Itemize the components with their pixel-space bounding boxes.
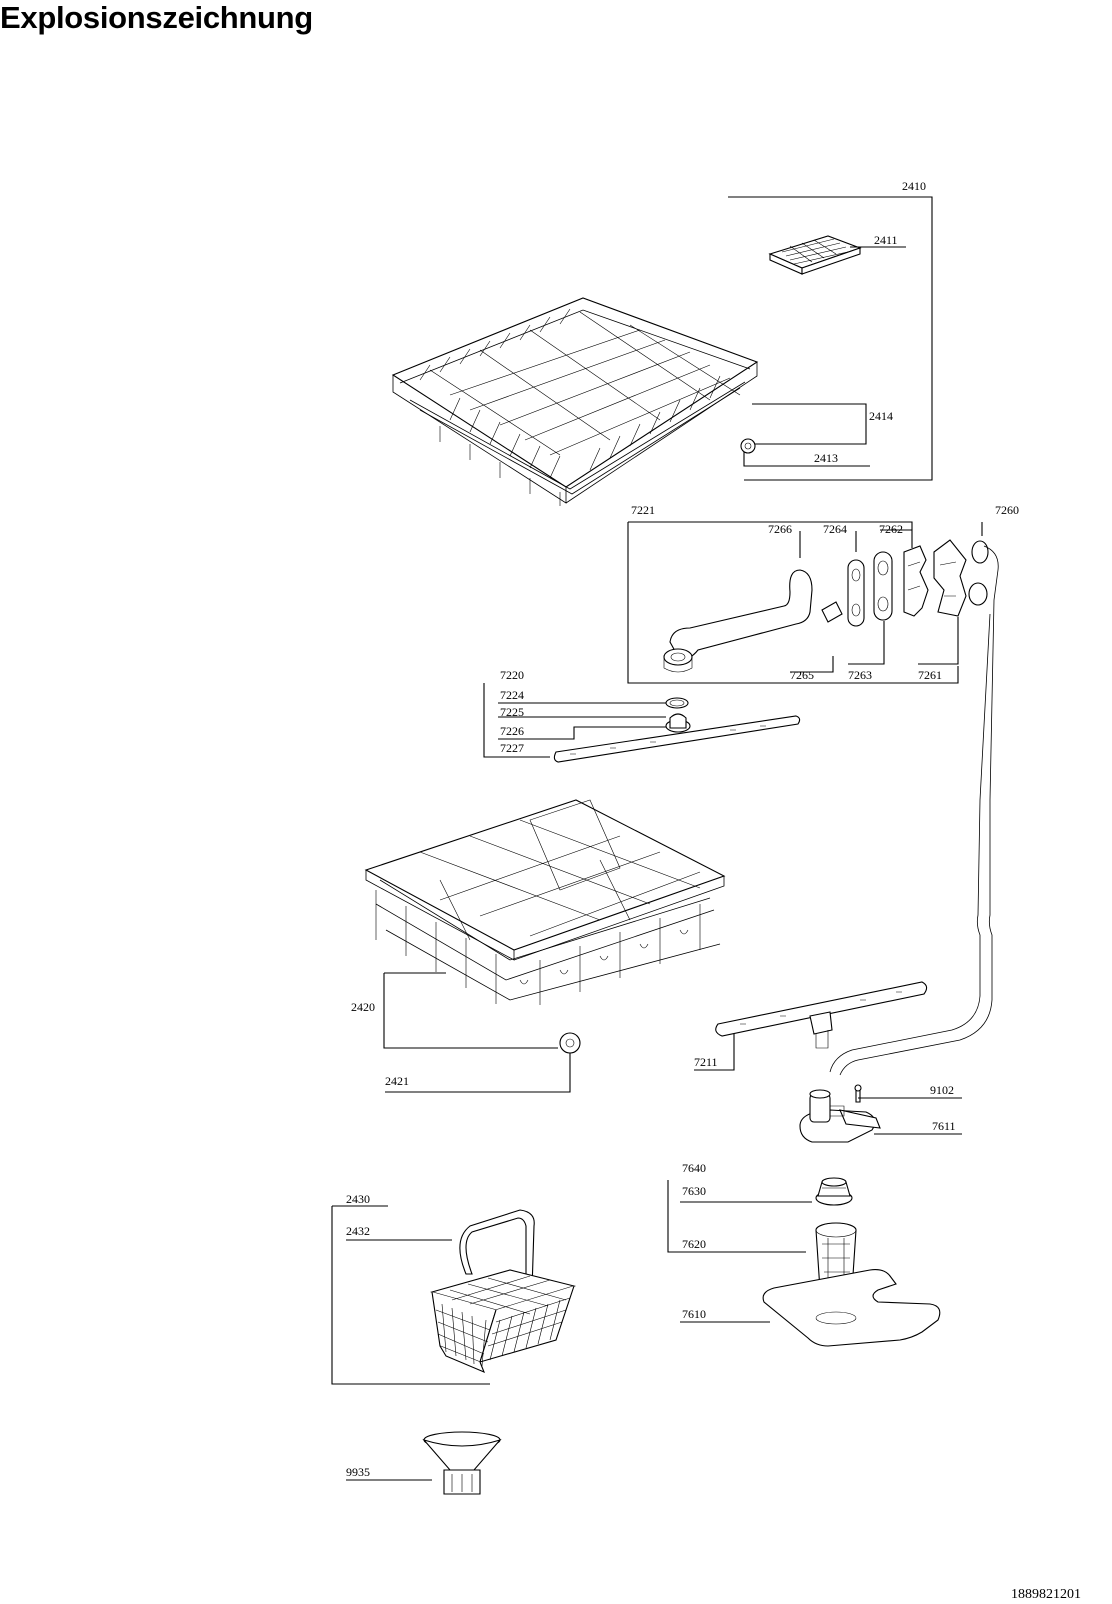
part-label-7261: 7261	[918, 668, 942, 682]
part-label-7610: 7610	[682, 1307, 706, 1321]
part-label-7262: 7262	[879, 522, 903, 536]
part-7260-riser-pipe	[829, 540, 999, 1076]
part-label-7225: 7225	[500, 705, 524, 719]
part-7227-upper-spray-arm	[553, 713, 801, 763]
part-label-7630: 7630	[682, 1184, 706, 1198]
part-label-7266: 7266	[768, 522, 792, 536]
page-title: Explosionszeichnung	[0, 0, 313, 35]
leader-7263	[848, 621, 885, 665]
part-2432-cutlery-basket	[429, 1209, 577, 1374]
part-label-9102: 9102	[930, 1083, 954, 1097]
leader-2410	[728, 196, 933, 481]
part-label-7224: 7224	[500, 688, 524, 702]
upper-basket	[391, 297, 759, 506]
part-7224-ring	[665, 697, 689, 709]
leader-7262	[880, 529, 913, 548]
leader-2430	[331, 1206, 490, 1385]
part-7266-conduit	[663, 569, 813, 673]
part-label-7640: 7640	[682, 1161, 706, 1175]
leader-7265	[790, 656, 834, 673]
part-7264-seal	[847, 559, 865, 627]
part-7265-clip	[821, 601, 843, 623]
leader-2413	[743, 452, 870, 467]
part-7262-holder	[903, 545, 929, 617]
leader-2421	[385, 1053, 571, 1093]
document-number: 1889821201	[1011, 1587, 1081, 1602]
part-label-7221: 7221	[631, 503, 655, 517]
part-label-7263: 7263	[848, 668, 872, 682]
part-label-7620: 7620	[682, 1237, 706, 1251]
part-7263-seal	[873, 551, 893, 621]
part-9102-screw	[854, 1084, 862, 1103]
leader-7226	[498, 726, 666, 740]
part-label-2413: 2413	[814, 451, 838, 465]
leader-7220-bracket	[483, 683, 498, 758]
part-label-2430: 2430	[346, 1192, 370, 1206]
part-2413-wheel	[740, 438, 756, 454]
part-2411-clip	[768, 235, 862, 275]
part-label-7227: 7227	[500, 741, 524, 755]
lower-basket	[364, 799, 726, 1005]
part-label-7220: 7220	[500, 668, 524, 682]
part-7611-sump	[799, 1089, 881, 1143]
part-label-2420: 2420	[351, 1000, 375, 1014]
part-label-7260: 7260	[995, 503, 1019, 517]
leader-2414	[744, 403, 867, 445]
part-label-7611: 7611	[932, 1119, 956, 1133]
part-9935-funnel	[422, 1431, 502, 1495]
part-label-9935: 9935	[346, 1465, 370, 1479]
part-label-2414: 2414	[869, 409, 893, 423]
part-7630-micro-filter	[815, 1177, 853, 1206]
part-label-7211: 7211	[694, 1055, 718, 1069]
part-2421-wheel	[559, 1032, 581, 1054]
part-label-2410: 2410	[902, 179, 926, 193]
part-7261-bracket	[933, 539, 967, 617]
part-label-7265: 7265	[790, 668, 814, 682]
frame-7221-bottom	[627, 522, 959, 684]
part-label-7226: 7226	[500, 724, 524, 738]
part-label-2411: 2411	[874, 233, 898, 247]
leader-7640-bracket	[667, 1180, 680, 1253]
part-7610-coarse-filter-plate	[762, 1269, 941, 1347]
part-7211-lower-spray-arm	[715, 981, 928, 1049]
frame-7221-top	[628, 521, 913, 530]
part-label-7264: 7264	[823, 522, 847, 536]
part-label-2421: 2421	[385, 1074, 409, 1088]
leader-7211	[694, 1034, 735, 1071]
leader-7261	[918, 617, 959, 665]
part-label-2432: 2432	[346, 1224, 370, 1238]
leader-2420	[383, 973, 558, 1049]
